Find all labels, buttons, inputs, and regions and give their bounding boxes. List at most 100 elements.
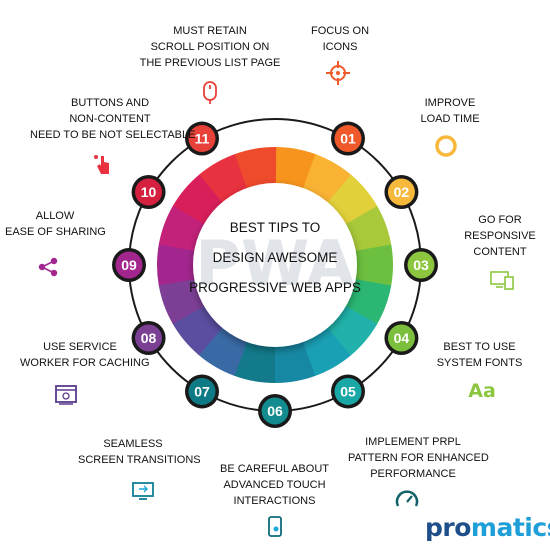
share-icon	[38, 257, 58, 277]
tip-label-line: SYSTEM FONTS	[436, 357, 523, 369]
wheel-segment	[198, 324, 249, 376]
tip-label-line: PERFORMANCE	[370, 468, 456, 480]
wheel-segment	[351, 244, 393, 287]
tip-label-line: NEED TO BE NOT SELECTABLE	[30, 129, 196, 141]
center-disc	[193, 183, 357, 347]
badge-inner	[334, 125, 362, 153]
wheel-segment	[301, 154, 352, 206]
wheel-segment	[199, 153, 250, 206]
wheel-segment	[158, 277, 208, 324]
badge-inner	[188, 377, 216, 405]
tip-badge-01: 01	[331, 121, 365, 156]
tip-badge-05: 05	[331, 374, 365, 409]
tip-label-line: WORKER FOR CACHING	[20, 357, 150, 369]
badge-number: 09	[121, 257, 137, 273]
tip-label-05: IMPLEMENT PRPL PATTERN FOR ENHANCED PERFOR…	[348, 434, 489, 482]
tip-label-line: SCREEN TRANSITIONS	[78, 454, 201, 466]
center-title-line-3: PROGRESSIVE WEB APPS	[189, 280, 361, 295]
tip-label-line: USE SERVICE	[43, 341, 117, 353]
center-title-line-1: BEST TIPS TO	[229, 220, 321, 235]
tip-label-09: ALLOW EASE OF SHARING	[5, 208, 106, 240]
tip-label-line: FOCUS ON	[310, 25, 370, 37]
tip-label-line: RESPONSIVE	[464, 230, 536, 242]
tip-label-07: SEAMLESS SCREEN TRANSITIONS	[78, 436, 201, 468]
badge-inner	[387, 178, 415, 206]
center-title-line-2: DESIGN AWESOME	[212, 250, 338, 265]
wheel-segment	[158, 204, 208, 252]
brand-logo-part-1: pro	[425, 513, 471, 542]
tip-label-11: MUST RETAIN SCROLL POSITION ON THE PREVIOU…	[130, 23, 290, 71]
tip-label-line: IMPROVE	[424, 97, 476, 109]
tip-label-line: SCROLL POSITION ON	[150, 41, 270, 53]
responsive-devices-icon	[490, 271, 514, 290]
tip-badge-10: 10	[131, 175, 166, 209]
wheel-segment	[342, 206, 392, 253]
wheel-segment	[234, 147, 277, 192]
badge-inner	[135, 324, 163, 352]
tip-badge-09: 09	[112, 248, 146, 282]
touch-phone-icon	[268, 516, 282, 537]
tip-label-01: FOCUS ON ICONS	[300, 23, 380, 55]
cache-worker-icon	[55, 385, 77, 405]
tip-badges: 01 02 03 04 05 06 07 08 09 10 11	[112, 121, 438, 428]
tip-badge-04: 04	[384, 321, 419, 355]
badge-number: 03	[413, 257, 429, 273]
tip-label-line: BEST TO USE	[443, 341, 516, 353]
brand-logo-part-2: matics	[470, 513, 550, 542]
wheel-segment	[273, 338, 316, 383]
badge-number: 06	[267, 403, 283, 419]
tip-label-line: PATTERN FOR ENHANCED	[348, 452, 489, 464]
badge-inner	[135, 178, 163, 206]
badge-inner	[188, 125, 216, 153]
tip-label-line: BUTTONS AND	[70, 97, 150, 109]
badge-number: 08	[141, 330, 157, 346]
font-icon: Aa	[468, 380, 496, 402]
tip-icons: Aa	[38, 61, 514, 537]
badge-inner	[407, 251, 435, 279]
pointer-hand-icon	[94, 155, 109, 174]
tip-label-02: IMPROVE LOAD TIME	[415, 95, 485, 127]
tip-label-line: CONTENT	[473, 246, 527, 258]
wheel-segment	[342, 278, 392, 326]
badge-number: 05	[340, 383, 356, 399]
wheel-segment	[157, 243, 199, 286]
speedometer-icon	[395, 490, 419, 507]
tip-label-10: BUTTONS AND NON-CONTENT NEED TO BE NOT SEL…	[30, 95, 196, 143]
tip-label-line: IMPLEMENT PRPL	[365, 436, 461, 448]
tip-label-03: GO FOR RESPONSIVE CONTENT	[455, 212, 545, 260]
badge-number: 11	[195, 131, 210, 147]
font-icon-text: Aa	[468, 380, 496, 402]
tip-label-line: ICONS	[322, 41, 358, 53]
badge-number: 04	[394, 330, 410, 346]
tip-label-line: MUST RETAIN	[173, 25, 247, 37]
tip-badge-02: 02	[384, 175, 419, 209]
badge-inner	[115, 251, 143, 279]
badge-number: 07	[194, 383, 210, 399]
tip-label-line: THE PREVIOUS LIST PAGE	[139, 57, 281, 69]
tip-label-line: SEAMLESS	[103, 438, 163, 450]
tip-badge-07: 07	[185, 374, 219, 409]
badge-number: 10	[141, 184, 157, 200]
badge-inner	[387, 324, 415, 352]
tip-label-line: LOAD TIME	[420, 113, 480, 125]
badge-inner	[261, 397, 289, 425]
tip-label-line: BE CAREFUL ABOUT	[219, 463, 329, 475]
tip-badge-03: 03	[404, 248, 438, 282]
wheel-segment	[300, 324, 351, 377]
tip-label-line: EASE OF SHARING	[5, 226, 106, 238]
crosshair-icon	[326, 61, 350, 85]
screen-transition-icon	[132, 482, 154, 500]
tip-label-line: INTERACTIONS	[233, 495, 316, 507]
badge-number: 01	[340, 131, 356, 147]
brand-logo: promatics	[425, 513, 550, 542]
circle-ring-icon	[435, 135, 457, 157]
mouse-scroll-icon	[203, 81, 217, 104]
tip-badge-08: 08	[131, 321, 166, 355]
tip-label-line: ALLOW	[35, 210, 75, 222]
tip-label-04: BEST TO USE SYSTEM FONTS	[432, 339, 527, 371]
badge-inner	[334, 377, 362, 405]
tip-label-line: GO FOR	[478, 214, 522, 226]
tip-label-line: NON-CONTENT	[69, 113, 151, 125]
